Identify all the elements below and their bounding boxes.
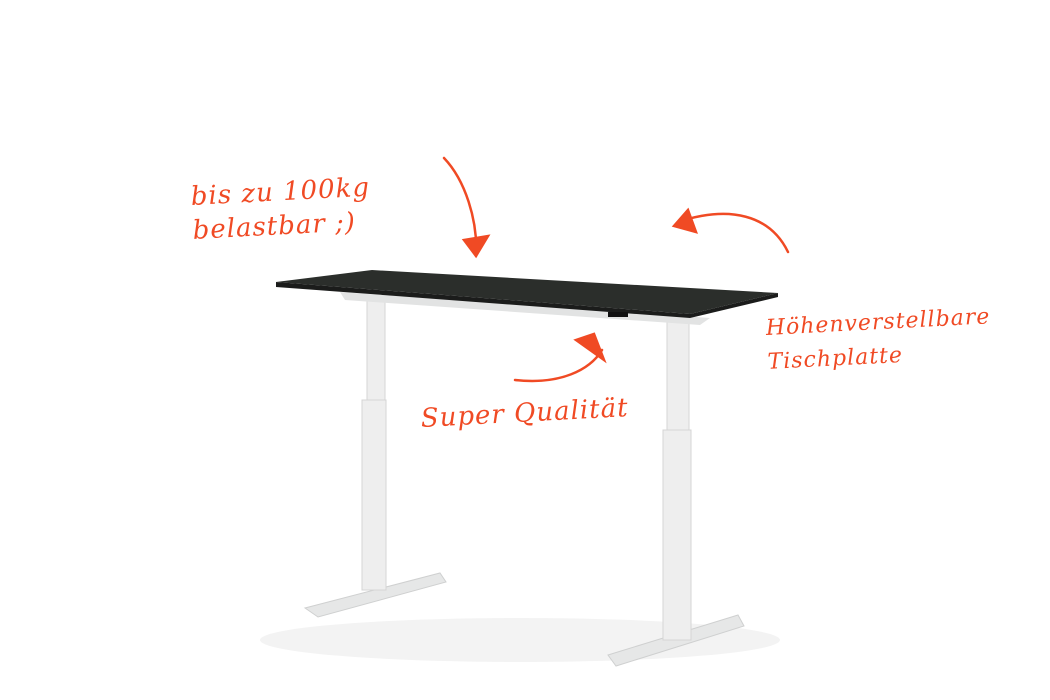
height-adjustable-note: Höhenverstellbare Tischplatte	[765, 300, 993, 380]
arrows	[442, 156, 790, 383]
arrow-up-icon	[513, 348, 604, 383]
desk	[260, 270, 780, 667]
load-capacity-note: bis zu 100kg belastbar ;)	[190, 171, 373, 248]
arrow-left-icon	[676, 212, 790, 254]
